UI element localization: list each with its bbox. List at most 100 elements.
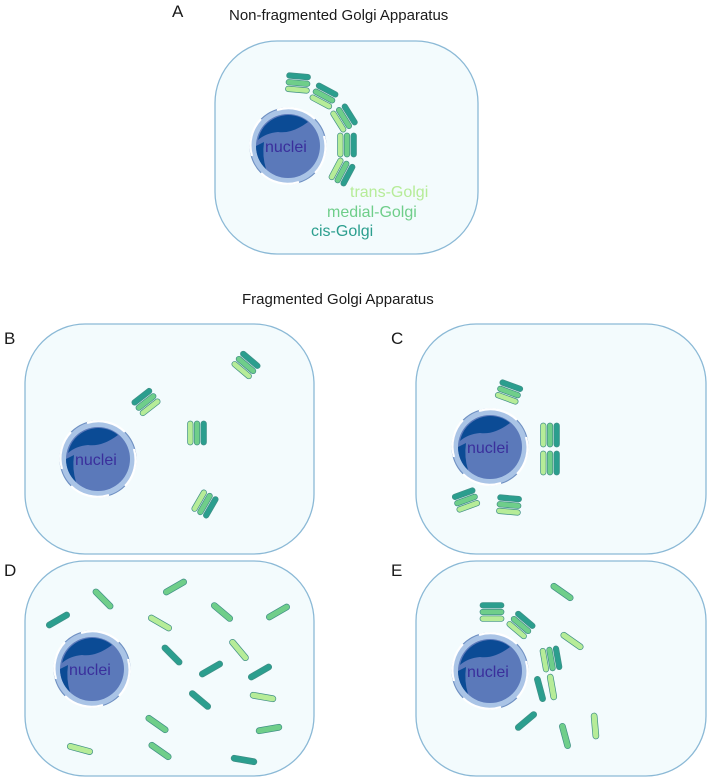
golgi-fragment-d12 (145, 714, 169, 734)
nucleus-label-e: nuclei (467, 664, 509, 681)
nucleus-label-d: nuclei (69, 662, 111, 679)
cisterna-cis (203, 496, 219, 519)
golgi-stack-c3 (451, 487, 481, 513)
cisterna-trans (540, 422, 547, 448)
cisterna-cis (188, 690, 212, 710)
cisterna-trans (506, 621, 527, 640)
cisterna-trans (187, 420, 194, 446)
cisterna-trans (147, 614, 173, 632)
golgi-fragment-d7 (198, 660, 224, 678)
cisterna-medial (255, 723, 283, 735)
cisterna-cis (350, 132, 357, 158)
cisterna-cis (315, 82, 339, 98)
cisterna-medial (335, 107, 353, 129)
cisterna-cis (240, 350, 261, 369)
cisterna-medial (148, 741, 172, 761)
cell-c (415, 323, 707, 555)
golgi-fragment-e1 (560, 631, 584, 651)
cisterna-trans (66, 743, 94, 755)
cisterna-cis (553, 450, 560, 476)
golgi-fragment-d1 (92, 588, 114, 610)
cisterna-trans (494, 392, 519, 405)
cisterna-cis (534, 675, 546, 703)
cisterna-cis (514, 711, 538, 731)
cisterna-medial (497, 385, 521, 399)
cisterna-medial (162, 578, 188, 596)
golgi-fragment-e5 (559, 722, 571, 750)
golgi-layer (45, 72, 600, 766)
cisterna-cis (451, 487, 476, 500)
title-fragmented: Fragmented Golgi Apparatus (242, 291, 434, 308)
golgi-stack-a2 (330, 103, 358, 133)
panel-letter-e: E (391, 561, 402, 580)
golgi-stack-c4 (496, 494, 522, 516)
cisterna-trans (231, 361, 252, 380)
cisterna-medial (550, 582, 574, 602)
panel-letter-d: D (4, 561, 16, 580)
golgi-stack-b1 (231, 350, 261, 380)
cisterna-medial (546, 450, 554, 476)
cisterna-cis (230, 754, 258, 766)
nucleus-b: nuclei (58, 419, 138, 499)
cisterna-cis (247, 663, 273, 681)
cisterna-cis (341, 103, 358, 126)
cisterna-cis (286, 72, 311, 81)
golgi-fragment-d16 (230, 754, 258, 766)
cisterna-cis (479, 602, 505, 609)
golgi-stack-c2 (540, 450, 560, 476)
golgi-fragment-d14 (66, 743, 94, 755)
cisterna-cis (198, 660, 224, 678)
cisterna-medial (197, 492, 213, 516)
cell-d (24, 560, 315, 777)
cisterna-trans (249, 691, 277, 703)
cisterna-medial (343, 132, 351, 158)
golgi-fragment-e0 (550, 582, 574, 602)
cisterna-medial (454, 493, 478, 507)
cisterna-trans (590, 712, 600, 740)
cisterna-trans (560, 631, 584, 651)
golgi-fragment-d8 (229, 638, 249, 662)
golgi-stack-a1 (309, 82, 339, 110)
golgi-fragment-e6 (590, 712, 600, 740)
cisterna-trans (285, 85, 310, 94)
golgi-fragment-d4 (210, 602, 234, 622)
golgi-stack-b0 (131, 387, 161, 417)
cisterna-trans (479, 615, 505, 622)
cisterna-trans (539, 647, 550, 673)
cisterna-cis (552, 645, 563, 671)
cisterna-trans (496, 507, 521, 516)
cisterna-medial (546, 646, 556, 672)
golgi-fragment-d3 (147, 614, 173, 632)
golgi-stack-e0 (479, 602, 505, 622)
golgi-stack-a4 (328, 157, 356, 187)
panel-letter-c: C (391, 329, 403, 348)
golgi-fragment-e3 (546, 673, 558, 701)
golgi-fragment-d11 (249, 691, 277, 703)
golgi-stack-b2 (187, 420, 207, 446)
cisterna-cis (515, 610, 536, 629)
cisterna-medial (92, 588, 114, 610)
cisterna-medial (559, 722, 571, 750)
golgi-fragment-d13 (255, 723, 283, 735)
cisterna-medial (496, 501, 522, 509)
cisterna-medial (285, 79, 311, 87)
cisterna-trans (337, 132, 344, 158)
golgi-fragment-d2 (45, 611, 71, 629)
cisterna-medial (546, 422, 554, 448)
cisterna-cis (161, 644, 183, 666)
golgi-fragment-d0 (162, 578, 188, 596)
golgi-stack-a3 (337, 132, 357, 158)
legend-trans-golgi: trans-Golgi (350, 184, 428, 201)
cisterna-medial (265, 603, 291, 621)
nucleus-label-c: nuclei (467, 440, 509, 457)
panel-letter-a: A (172, 2, 184, 21)
golgi-stack-b3 (191, 489, 219, 519)
cisterna-trans (540, 450, 547, 476)
golgi-stack-e2 (539, 645, 563, 673)
nucleus-a: nuclei (248, 106, 328, 186)
cisterna-cis (553, 422, 560, 448)
cisterna-cis (497, 494, 522, 503)
nucleus-d: nuclei (52, 629, 132, 709)
golgi-fragment-d9 (247, 663, 273, 681)
